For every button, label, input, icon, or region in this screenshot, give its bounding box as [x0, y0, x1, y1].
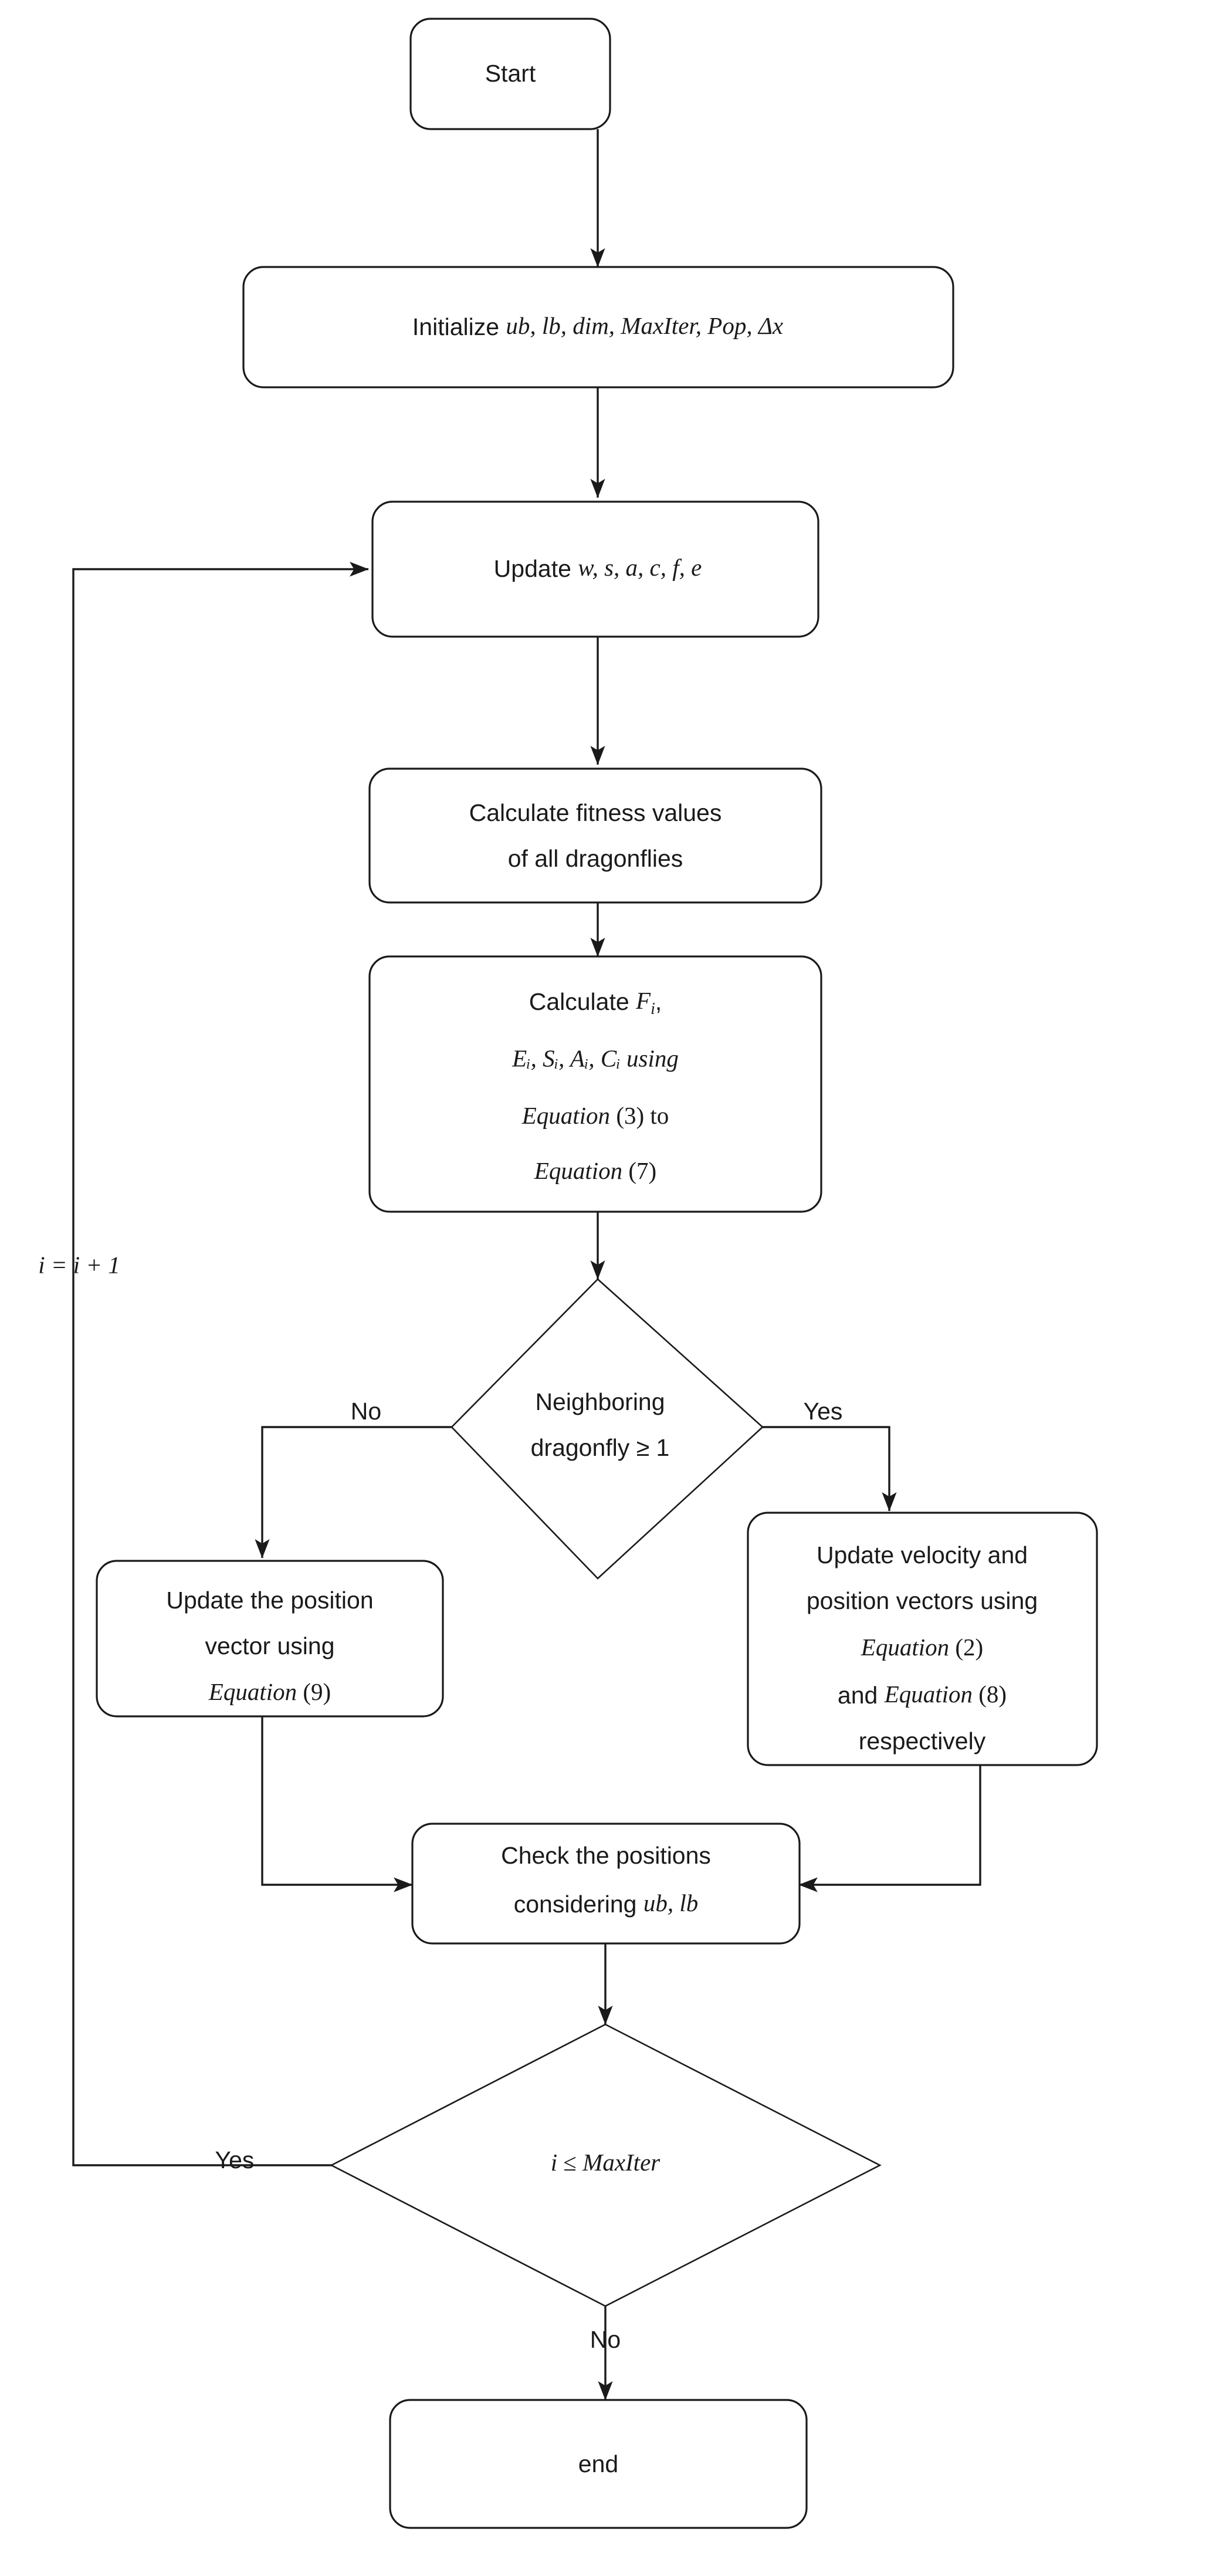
update-position-line3-rest: (9): [297, 1678, 331, 1705]
edge-maxiter-yes-loopback: [72, 562, 369, 2166]
update-position-line3: Equation (9): [208, 1678, 331, 1705]
update-velocity-line4-pre: and: [838, 1682, 885, 1709]
update-params-label: Update w, s, a, c, f, e: [494, 554, 702, 582]
calc-fsac-line1-sub: i: [651, 1000, 655, 1018]
calc-fsac-line1: Calculate Fi,: [529, 987, 662, 1018]
calc-fitness-line1: Calculate fitness values: [469, 799, 722, 826]
node-end[interactable]: end: [389, 2399, 808, 2529]
calc-fitness-box[interactable]: [368, 768, 822, 904]
start-label: Start: [485, 60, 536, 87]
initialize-vars: ub, lb, dim, MaxIter, Pop, Δx: [506, 312, 783, 339]
edge-label-neighbor-no: No: [351, 1398, 381, 1425]
calc-fitness-line2: of all dragonflies: [508, 845, 683, 872]
node-initialize[interactable]: Initialize ub, lb, dim, MaxIter, Pop, Δx: [242, 266, 954, 388]
connectors: [72, 129, 981, 2401]
update-velocity-line5: respectively: [859, 1728, 986, 1754]
decision-neighbor-line1: Neighboring: [535, 1388, 665, 1415]
decision-maxiter-label: i ≤ MaxIter: [551, 2149, 661, 2176]
calc-fsac-line1-suffix: ,: [655, 988, 662, 1015]
check-positions-line2-prefix: considering: [514, 1891, 643, 1918]
node-calc-fsac[interactable]: Calculate Fi, Eᵢ, Sᵢ, Aᵢ, Cᵢ using Equat…: [368, 955, 822, 1213]
node-check-positions[interactable]: Check the positions considering ub, lb: [411, 1823, 801, 1945]
update-velocity-line3-em: Equation: [861, 1634, 949, 1661]
node-update-params[interactable]: Update w, s, a, c, f, e: [371, 501, 819, 638]
update-position-line1: Update the position: [166, 1587, 373, 1614]
decision-maxiter-diamond[interactable]: [330, 2023, 882, 2307]
decision-maxiter-max: MaxIter: [582, 2149, 660, 2176]
edge-decision-yes-to-updatevelocity: [763, 1426, 897, 1512]
decision-maxiter-op: ≤: [557, 2149, 582, 2176]
update-velocity-line4: and Equation (8): [838, 1681, 1007, 1708]
node-calc-fitness[interactable]: Calculate fitness values of all dragonfl…: [368, 768, 822, 904]
calc-fsac-line4-rest: (7): [622, 1157, 656, 1184]
initialize-label: Initialize ub, lb, dim, MaxIter, Pop, Δx: [412, 312, 783, 340]
calc-fsac-line2: Eᵢ, Sᵢ, Aᵢ, Cᵢ using: [512, 1044, 679, 1071]
check-positions-line2: considering ub, lb: [514, 1889, 698, 1917]
update-params-box[interactable]: [371, 501, 819, 638]
update-params-vars: w, s, a, c, f, e: [578, 554, 702, 581]
edge-decision-no-to-updateposition: [255, 1426, 452, 1559]
update-velocity-line4-em: Equation: [884, 1681, 973, 1708]
check-positions-line2-vars: ub, lb: [643, 1889, 698, 1916]
update-velocity-line3-rest: (2): [949, 1634, 983, 1661]
node-update-velocity[interactable]: Update velocity and position vectors usi…: [747, 1512, 1098, 1766]
update-velocity-line1: Update velocity and: [817, 1541, 1028, 1568]
edge-label-neighbor-yes: Yes: [804, 1398, 843, 1425]
calc-fsac-line4: Equation (7): [534, 1157, 656, 1184]
start-box[interactable]: [409, 18, 611, 130]
update-params-prefix: Update: [494, 555, 578, 582]
calc-fsac-line4-em: Equation: [534, 1157, 622, 1184]
update-velocity-line3: Equation (2): [861, 1634, 983, 1661]
edge-label-loop-increment: i = i + 1: [38, 1251, 120, 1278]
edge-label-maxiter-no: No: [590, 2326, 621, 2353]
calc-fsac-line3-rest: (3) to: [610, 1102, 669, 1129]
initialize-box[interactable]: [242, 266, 954, 388]
calc-fsac-line3-em: Equation: [521, 1102, 610, 1129]
decision-neighbor-diamond[interactable]: [451, 1278, 764, 1580]
decision-maxiter-i: i: [551, 2149, 557, 2176]
calc-fsac-box[interactable]: [368, 955, 822, 1213]
update-position-box[interactable]: [96, 1560, 444, 1718]
edge-label-maxiter-yes: Yes: [215, 2146, 255, 2173]
calc-fsac-line3: Equation (3) to: [521, 1102, 669, 1129]
calc-fsac-line1-prefix: Calculate: [529, 988, 636, 1015]
node-decision-maxiter[interactable]: i ≤ MaxIter Yes No: [215, 2023, 882, 2353]
check-positions-line1: Check the positions: [501, 1842, 711, 1869]
calc-fsac-line1-var: F: [635, 987, 651, 1014]
update-position-line3-em: Equation: [208, 1678, 297, 1705]
decision-neighbor-line2: dragonfly ≥ 1: [531, 1434, 670, 1461]
node-update-position[interactable]: Update the position vector using Equatio…: [96, 1560, 444, 1718]
initialize-prefix: Initialize: [412, 313, 506, 340]
update-velocity-line4-rest: (8): [973, 1681, 1007, 1708]
end-label: end: [578, 2450, 618, 2477]
update-velocity-box[interactable]: [747, 1512, 1098, 1766]
edge-updateposition-to-check: [261, 1716, 413, 1892]
node-decision-neighbor[interactable]: Neighboring dragonfly ≥ 1 No Yes: [351, 1278, 843, 1580]
edge-updatevelocity-to-check: [798, 1765, 981, 1892]
end-box[interactable]: [389, 2399, 808, 2529]
node-start[interactable]: Start: [409, 18, 611, 130]
update-velocity-line2: position vectors using: [807, 1587, 1038, 1614]
update-position-line2: vector using: [205, 1632, 334, 1659]
check-positions-box[interactable]: [411, 1823, 801, 1945]
